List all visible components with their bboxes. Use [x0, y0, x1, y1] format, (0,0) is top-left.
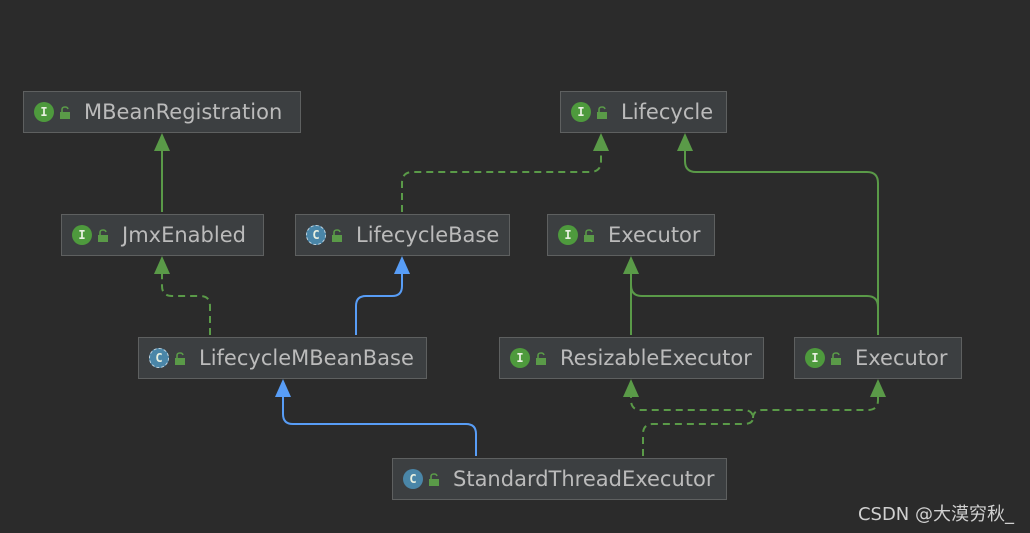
interface-icon: I [510, 348, 530, 368]
node-standardthreadexecutor[interactable]: C StandardThreadExecutor [392, 458, 727, 500]
open-lock-icon [597, 105, 607, 119]
node-label: LifecycleBase [356, 223, 500, 247]
edge-executorright-lifecycle [684, 150, 879, 335]
arrowhead [154, 133, 170, 151]
node-label: StandardThreadExecutor [453, 467, 715, 491]
node-resizableexecutor[interactable]: I ResizableExecutor [499, 337, 764, 379]
open-lock-icon [584, 228, 594, 242]
node-jmxenabled[interactable]: I JmxEnabled [61, 214, 264, 256]
interface-icon: I [72, 225, 92, 245]
arrowhead [623, 256, 639, 274]
interface-icon: I [805, 348, 825, 368]
node-lifecyclembeanbase[interactable]: C LifecycleMBeanBase [138, 337, 427, 379]
class-icon: C [403, 469, 423, 489]
abstract-class-icon: C [306, 225, 326, 245]
arrowhead [677, 133, 693, 151]
open-lock-icon [175, 351, 185, 365]
node-label: Lifecycle [621, 100, 714, 124]
node-executor-top[interactable]: I Executor [547, 214, 715, 256]
open-lock-icon [60, 105, 70, 119]
edge-lifecyclembeanbase-jmxenabled [161, 273, 211, 335]
edge-lifecyclembeanbase-lifecyclebase [355, 273, 403, 335]
node-label: JmxEnabled [122, 223, 246, 247]
open-lock-icon [831, 351, 841, 365]
node-label: Executor [608, 223, 701, 247]
edge-lifecyclebase-lifecycle [401, 150, 602, 212]
arrowhead [154, 256, 170, 274]
node-lifecycle[interactable]: I Lifecycle [560, 91, 727, 133]
abstract-class-icon: C [149, 348, 169, 368]
node-lifecyclebase[interactable]: C LifecycleBase [295, 214, 510, 256]
node-executor-right[interactable]: I Executor [794, 337, 962, 379]
watermark: CSDN @大漠穷秋_ [857, 504, 1014, 525]
open-lock-icon [536, 351, 546, 365]
edge-standard-lifecyclembeanbase [282, 396, 477, 456]
interface-icon: I [571, 102, 591, 122]
arrowhead [275, 379, 291, 397]
arrowhead [623, 379, 639, 397]
open-lock-icon [98, 228, 108, 242]
edge-executorright-executortop [630, 273, 879, 335]
arrowhead [870, 379, 886, 397]
interface-icon: I [34, 102, 54, 122]
node-label: LifecycleMBeanBase [199, 346, 414, 370]
node-label: Executor [855, 346, 948, 370]
interface-icon: I [558, 225, 578, 245]
edge-standard-resizable [630, 396, 755, 456]
node-label: ResizableExecutor [560, 346, 752, 370]
node-mbeanregistration[interactable]: I MBeanRegistration [23, 91, 301, 133]
arrowhead [593, 133, 609, 151]
open-lock-icon [429, 472, 439, 486]
arrowhead [394, 256, 410, 274]
edge-standard-executorright [752, 396, 879, 419]
open-lock-icon [332, 228, 342, 242]
node-label: MBeanRegistration [84, 100, 283, 124]
